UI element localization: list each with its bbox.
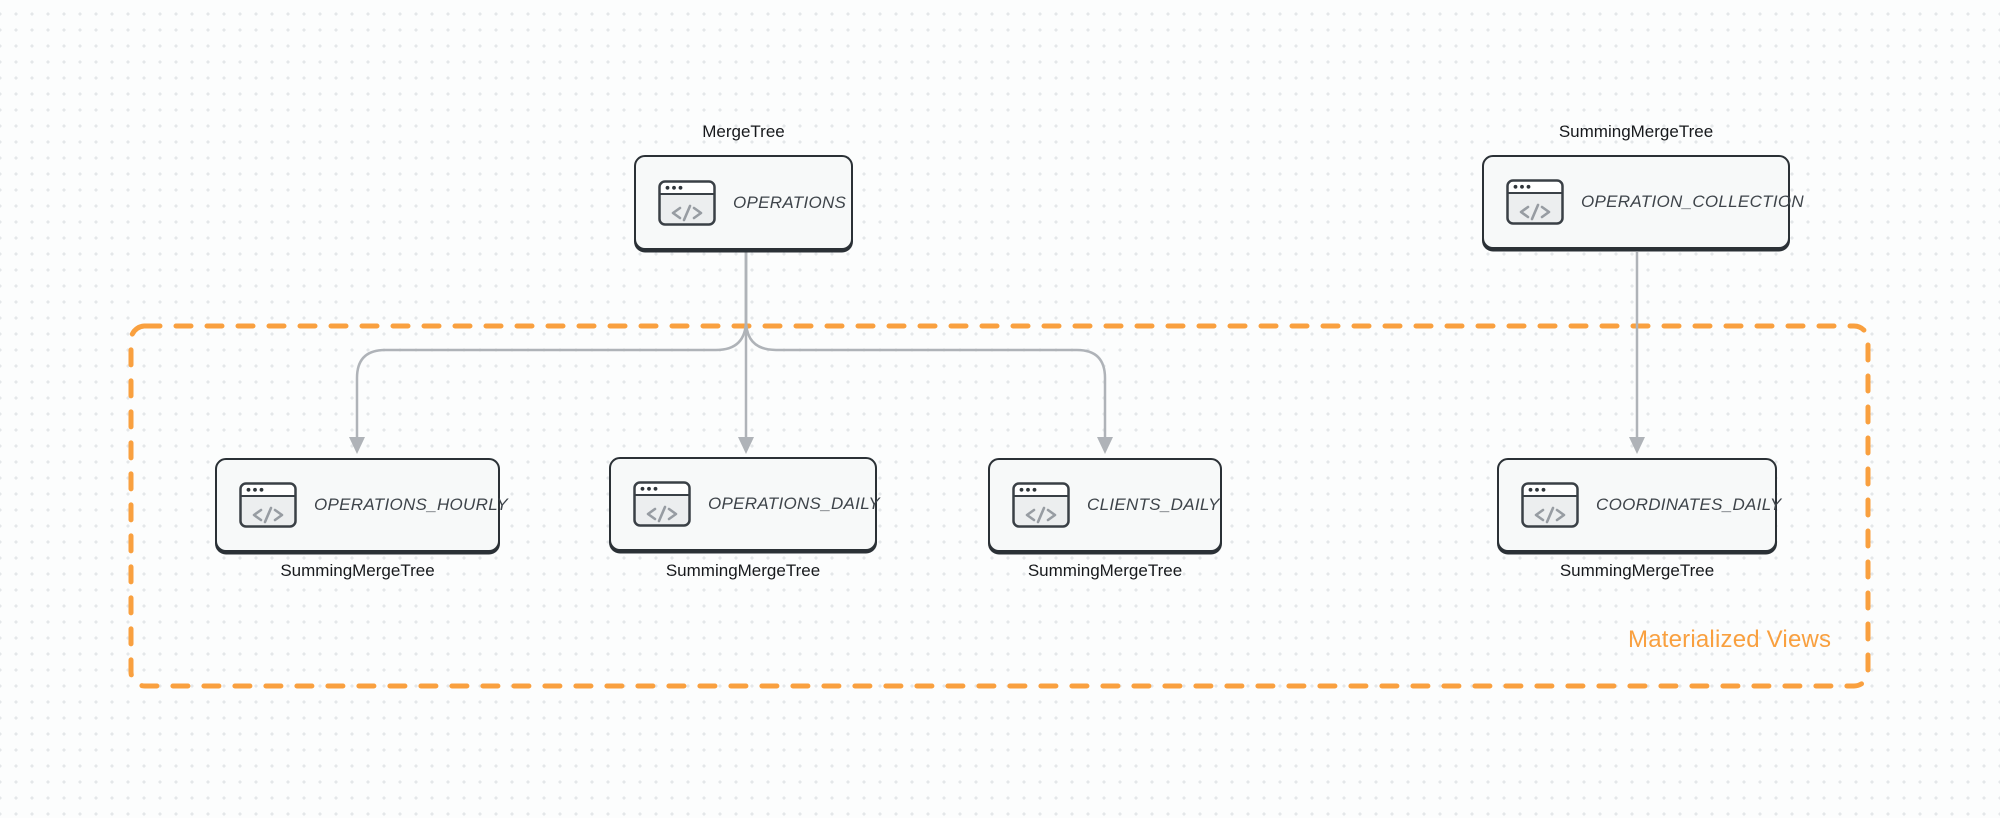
code-window-icon: [1012, 482, 1070, 528]
engine-label-summingmergetree: SummingMergeTree: [1558, 122, 1714, 141]
edge-operations-to-operations-hourly: [355, 252, 748, 438]
table-node-coordinates-daily: COORDINATES_DAILY: [1497, 458, 1781, 552]
arrowhead: [738, 437, 754, 454]
arrowhead: [349, 437, 365, 454]
materialized-views-group-border: [128, 323, 1871, 689]
code-window-icon: [658, 179, 716, 226]
code-window-icon: [239, 482, 297, 528]
edge-operations-to-clients-daily: [744, 252, 1107, 438]
engine-label-summingmergetree: SummingMergeTree: [1559, 561, 1715, 580]
arrowhead: [1629, 437, 1645, 454]
arrowhead: [1097, 437, 1113, 454]
table-node-clients-daily: CLIENTS_DAILY: [988, 458, 1222, 552]
table-node-operation-collection: OPERATION_COLLECTION: [1482, 155, 1804, 249]
table-node-operations: OPERATIONS: [634, 155, 853, 250]
code-window-icon: [633, 481, 691, 527]
engine-label-mergetree: MergeTree: [702, 122, 785, 141]
table-node-operations-hourly: OPERATIONS_HOURLY: [215, 458, 508, 552]
table-name: OPERATIONS_HOURLY: [314, 495, 509, 514]
code-window-icon: [1506, 179, 1564, 225]
materialized-views-group-label: Materialized Views: [1628, 626, 1832, 653]
table-name: OPERATIONS_DAILY: [708, 494, 881, 513]
table-name: OPERATION_COLLECTION: [1581, 192, 1804, 211]
table-name: COORDINATES_DAILY: [1596, 495, 1782, 514]
table-name: OPERATIONS: [733, 192, 847, 212]
engine-label-summingmergetree: SummingMergeTree: [1027, 561, 1183, 580]
table-name: CLIENTS_DAILY: [1087, 495, 1220, 514]
engine-label-summingmergetree: SummingMergeTree: [665, 561, 821, 580]
code-window-icon: [1521, 482, 1579, 528]
engine-label-summingmergetree: SummingMergeTree: [280, 561, 435, 580]
table-node-operations-daily: OPERATIONS_DAILY: [609, 457, 881, 551]
